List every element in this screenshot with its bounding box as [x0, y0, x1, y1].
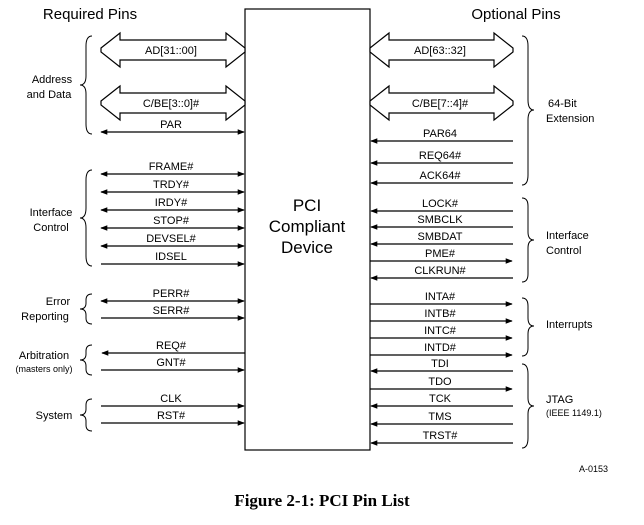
ad-31-00-label: AD[31::00]: [145, 45, 197, 57]
clk-label: CLK: [160, 393, 182, 405]
intb-label: INTB#: [424, 308, 456, 320]
devsel-label: DEVSEL#: [146, 233, 196, 245]
cbe-7-4-label: C/BE[7::4]#: [412, 98, 469, 110]
tdi-label: TDI: [431, 358, 449, 370]
interface-control-left-label-line1: Interface: [30, 207, 73, 219]
trdy-label: TRDY#: [153, 179, 190, 191]
system-label: System: [36, 410, 73, 422]
ext64-brace: [521, 35, 535, 186]
par64-label: PAR64: [423, 128, 457, 140]
ad-31-00-bus-arrow: [100, 31, 246, 69]
interface-control-right-label-line1: Interface: [546, 230, 589, 242]
ext64-label-line1: 64-Bit: [548, 98, 577, 110]
inta-label: INTA#: [425, 291, 456, 303]
gnt-label: GNT#: [156, 357, 186, 369]
perr-label: PERR#: [153, 288, 191, 300]
arbitration-brace: [79, 344, 93, 376]
intd-label: INTD#: [424, 342, 457, 354]
arbitration-label-line1: Arbitration: [19, 350, 69, 362]
req-label: REQ#: [156, 340, 187, 352]
error-reporting-label-line1: Error: [46, 296, 71, 308]
device-label-line2: Compliant: [269, 217, 346, 236]
jtag-label-line2: (IEEE 1149.1): [546, 408, 602, 418]
device-label-line1: PCI: [293, 196, 321, 215]
figure-id: A-0153: [579, 464, 608, 474]
ext64-label-line2: Extension: [546, 113, 594, 125]
stop-label: STOP#: [153, 215, 190, 227]
irdy-label: IRDY#: [155, 197, 188, 209]
intc-label: INTC#: [424, 325, 457, 337]
tck-label: TCK: [429, 393, 452, 405]
trst-label: TRST#: [423, 430, 459, 442]
system-brace: [79, 398, 93, 432]
tms-label: TMS: [428, 411, 451, 423]
serr-label: SERR#: [153, 305, 191, 317]
error-reporting-label-line2: Reporting: [21, 311, 69, 323]
frame-label: FRAME#: [149, 161, 195, 173]
pci-device-box: [244, 8, 371, 451]
req64-label: REQ64#: [419, 150, 462, 162]
address-data-brace: [79, 35, 93, 135]
tdo-label: TDO: [428, 376, 452, 388]
par-label: PAR: [160, 119, 182, 131]
device-label-line3: Device: [281, 238, 333, 257]
optional-pins-header: Optional Pins: [471, 6, 560, 23]
smbdat-label: SMBDAT: [417, 231, 462, 243]
interface-control-left-brace: [79, 169, 93, 267]
pme-label: PME#: [425, 248, 456, 260]
interface-control-right-brace: [521, 197, 535, 283]
interrupts-brace: [521, 297, 535, 357]
idsel-label: IDSEL: [155, 251, 187, 263]
ad-63-32-label: AD[63::32]: [414, 45, 466, 57]
smbclk-label: SMBCLK: [417, 214, 463, 226]
clkrun-label: CLKRUN#: [414, 265, 466, 277]
ack64-label: ACK64#: [420, 170, 462, 182]
arbitration-label-line2: (masters only): [15, 364, 72, 374]
rst-label: RST#: [157, 410, 186, 422]
interface-control-left-label-line2: Control: [33, 222, 68, 234]
interrupts-label: Interrupts: [546, 319, 593, 331]
cbe-3-0-bus-arrow: [100, 84, 246, 122]
error-reporting-brace: [79, 293, 93, 325]
jtag-brace: [521, 363, 535, 449]
address-data-label-line2: and Data: [27, 89, 73, 101]
cbe-7-4-bus-arrow: [369, 84, 514, 122]
interface-control-right-label-line2: Control: [546, 245, 581, 257]
ad-63-32-bus-arrow: [369, 31, 514, 69]
jtag-label-line1: JTAG: [546, 394, 573, 406]
cbe-3-0-label: C/BE[3::0]#: [143, 98, 200, 110]
required-pins-header: Required Pins: [43, 6, 137, 23]
lock-label: LOCK#: [422, 198, 459, 210]
address-data-label-line1: Address: [32, 74, 73, 86]
figure-caption: Figure 2-1: PCI Pin List: [234, 491, 410, 510]
